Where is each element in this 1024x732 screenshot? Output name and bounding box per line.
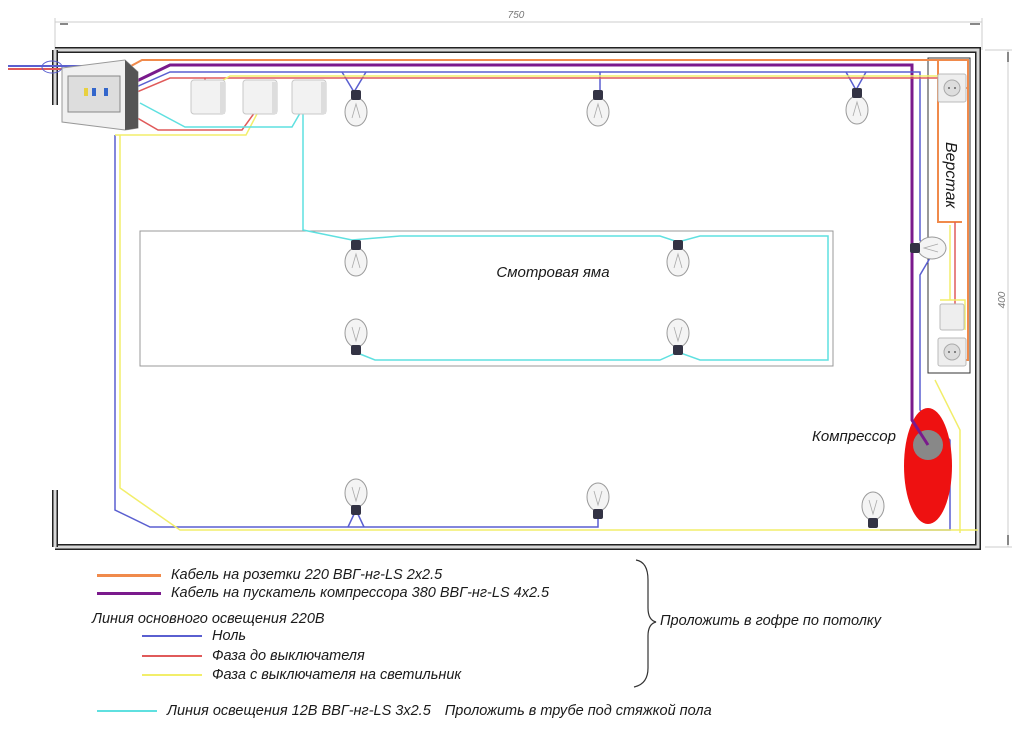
wall-socket-1 — [937, 73, 967, 103]
width-label: 750 — [508, 10, 525, 21]
workbench-label: Верстак — [942, 142, 959, 210]
pit-label: Смотровая яма — [496, 264, 609, 281]
dimension-width: 750 — [54, 10, 983, 50]
dimension-height: 400 — [985, 49, 1012, 548]
floor-side-lamp-2 — [586, 482, 610, 520]
wall-socket-2 — [937, 337, 967, 367]
compressor — [904, 408, 952, 524]
workbench-lamp — [909, 236, 947, 260]
compressor-cable-run — [117, 63, 930, 446]
pit-lamp-4 — [666, 318, 690, 356]
ceiling-lamp-2 — [586, 89, 610, 127]
light-switch-2 — [242, 79, 278, 115]
distribution-panel — [61, 59, 139, 131]
low-voltage-run — [139, 102, 829, 361]
inspection-pit — [139, 230, 834, 367]
floor-side-lamp-3 — [861, 491, 885, 529]
ceiling-lamp-3 — [845, 87, 869, 125]
light-switch-1 — [190, 79, 226, 115]
floor-side-lamp-1 — [344, 478, 368, 516]
pit-lamp-2 — [666, 239, 690, 277]
ceiling-lamp-1 — [344, 89, 368, 127]
neutral-run — [114, 71, 951, 531]
legend-brace — [633, 559, 657, 688]
compressor-label: Компрессор — [812, 428, 896, 445]
pit-lamp-3 — [344, 318, 368, 356]
height-label: 400 — [997, 291, 1008, 308]
workbench-switch — [939, 303, 965, 331]
phase-to-lamp-run — [115, 75, 978, 533]
light-switch-3 — [291, 79, 327, 115]
pit-lamp-1 — [344, 239, 368, 277]
workbench — [927, 57, 971, 374]
phase-to-switch-run — [117, 77, 956, 330]
walls — [52, 47, 981, 550]
